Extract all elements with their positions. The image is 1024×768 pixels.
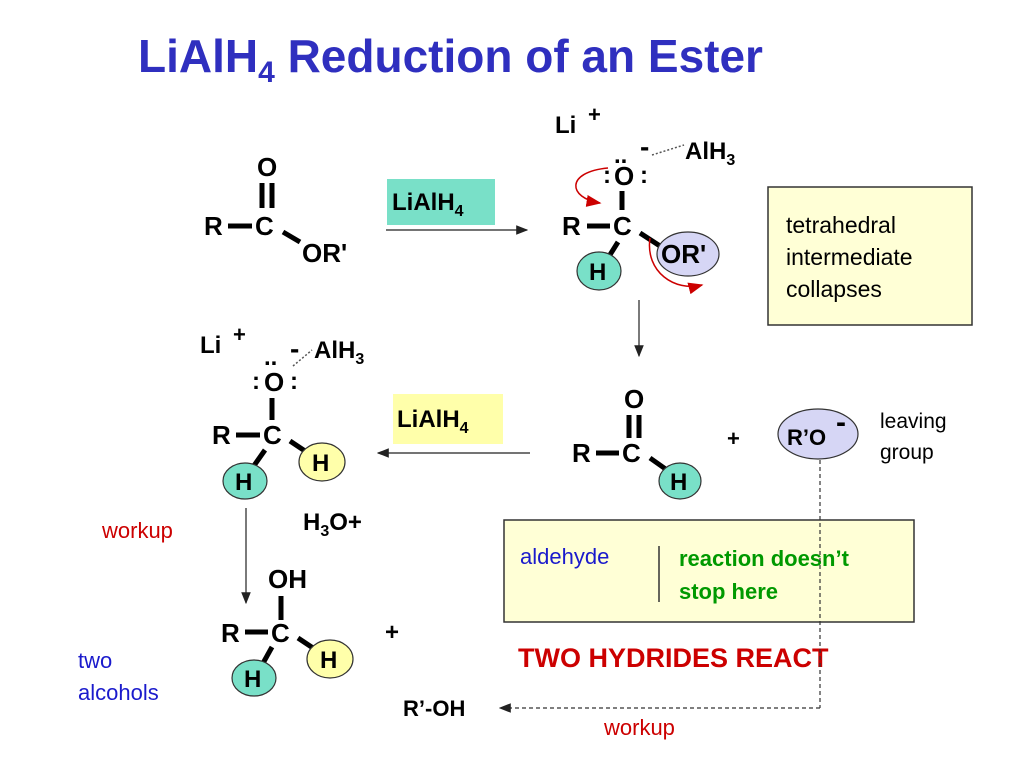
svg-text:R: R [212,420,231,450]
tetrahedral-intermediate: Li + .. - AlH3 : O : R C OR' H [555,102,735,295]
svg-text:H: H [320,647,337,674]
li-ion-1: Li [555,112,576,139]
svg-text:OR': OR' [661,239,706,269]
aldehyde-molecule: O R C H [572,384,702,500]
leaving-label-1: leaving [880,410,947,433]
svg-text:R: R [221,618,240,648]
ester-c: C [255,211,274,241]
two-hydrides-label: TWO HYDRIDES REACT [518,643,829,673]
two-alcohols-line2: alcohols [78,680,159,705]
curved-arrow-1 [575,167,609,207]
h3o-label: H3O+ [303,509,362,540]
alcohol-product: OH R C H H [221,564,354,697]
reagent-label-2: LiAlH4 [397,406,469,437]
note-stop-line2: stop here [679,579,778,604]
ester-or: OR' [302,238,347,268]
ester-r: R [204,211,223,241]
plus-1: + [727,426,740,451]
svg-text:..: .. [614,142,627,169]
note-box-aldehyde [503,519,915,623]
plus-2: + [385,619,399,646]
svg-text:C: C [622,438,641,468]
svg-text:C: C [613,211,632,241]
leaving-label-2: group [880,441,934,464]
svg-text:H: H [589,259,606,286]
svg-text::: : [290,368,298,395]
svg-text:C: C [271,618,290,648]
note-stop-line1: reaction doesn’t [679,546,850,571]
svg-text:H: H [312,450,329,477]
reagent-box-1 [387,179,495,225]
svg-text:OH: OH [268,564,307,594]
leaving-ion: R’O [787,425,826,450]
svg-text:O: O [624,384,644,414]
svg-text:+: + [588,102,601,127]
svg-text:Li: Li [200,332,221,359]
alh3-1: AlH3 [685,138,735,169]
two-alcohols-line1: two [78,648,112,673]
page-title: LiAlH4 Reduction of an Ester [138,30,763,89]
svg-text:-: - [836,406,846,439]
ester-carbonyl-o: O [257,152,277,182]
svg-text:O: O [264,367,284,397]
workup-label-2: workup [603,715,675,740]
svg-text:R: R [562,211,581,241]
svg-text:R: R [572,438,591,468]
aldehyde-label: aldehyde [520,544,609,569]
curved-arrow-2 [648,237,704,295]
r-oh-label: R’-OH [403,696,465,721]
ester-molecule: O R C OR' [204,152,347,268]
alkoxide-intermediate: Li + .. - AlH3 : O : R C H H [200,322,364,500]
note-box-collapse [767,186,973,326]
svg-text:H: H [244,666,261,693]
svg-text:H: H [670,469,687,496]
svg-text::: : [252,368,260,395]
svg-text:H: H [235,469,252,496]
note-collapse-line2: intermediate [786,244,913,270]
svg-text:..: .. [264,344,277,371]
reagent-box-2 [393,394,503,444]
svg-text:O: O [614,161,634,191]
reagent-label-1: LiAlH4 [392,189,464,220]
workup-label-1: workup [101,518,173,543]
leaving-group-bubble [777,408,859,460]
svg-text:-: - [290,333,299,364]
alh3-2: AlH3 [314,337,364,368]
svg-text:-: - [640,131,649,162]
svg-text:+: + [233,322,246,347]
note-collapse-line1: tetrahedral [786,212,896,238]
svg-text:C: C [263,420,282,450]
svg-text::: : [640,162,648,189]
note-collapse-line3: collapses [786,276,882,302]
svg-text::: : [603,162,611,189]
